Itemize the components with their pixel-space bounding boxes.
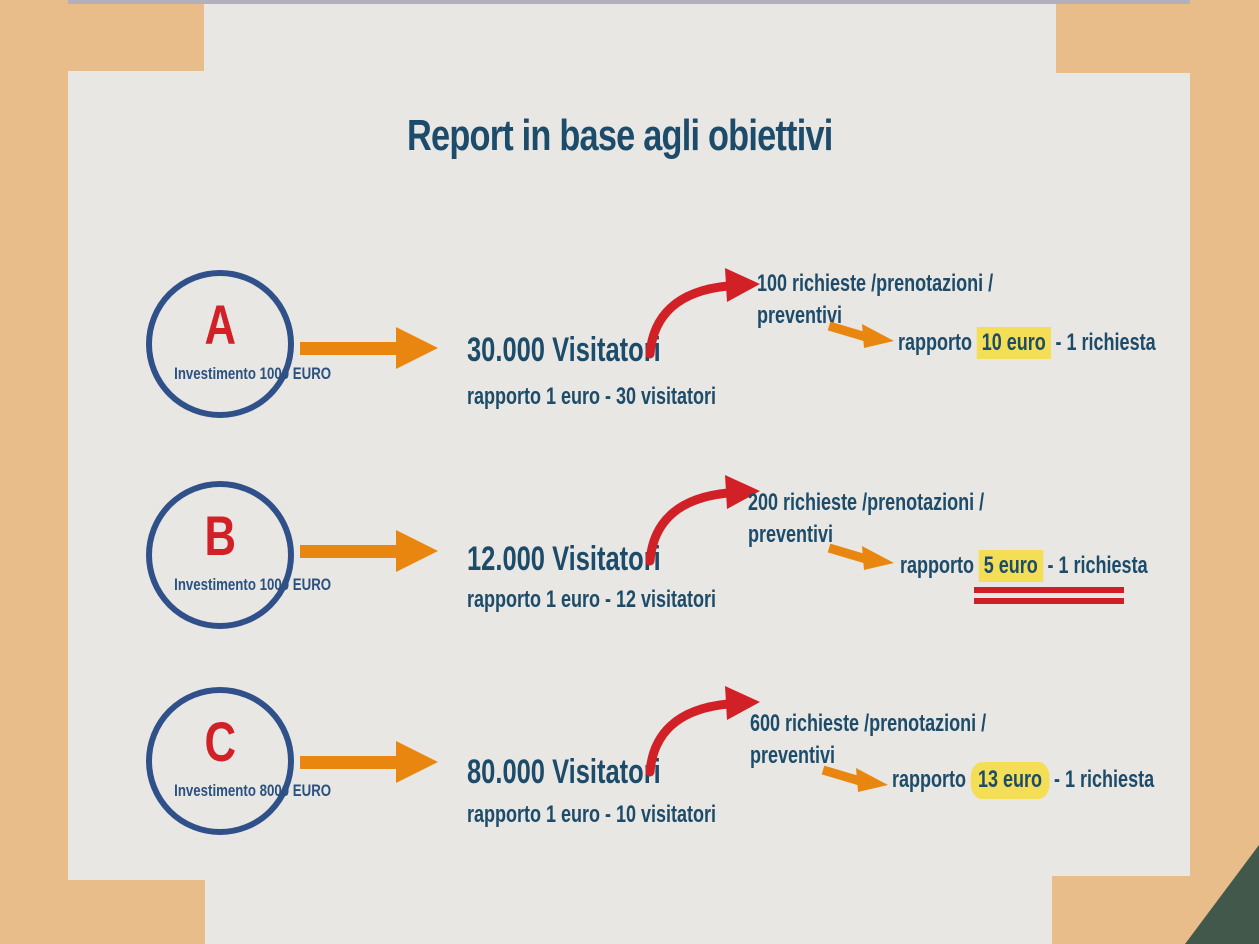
arrow-right-icon: [300, 741, 438, 783]
investment-circle-b: B Investimento 1000 EURO: [146, 481, 332, 629]
emphasis-underline: [974, 598, 1124, 604]
curved-arrow-icon: [645, 686, 760, 777]
visitors-ratio: rapporto 1 euro - 30 visitatori: [467, 383, 717, 410]
frame-left-bar: [0, 0, 68, 940]
visitors-count: 80.000 Visitatori: [467, 753, 661, 791]
highlighted-cost: 10 euro: [976, 327, 1052, 359]
objective-letter: C: [204, 710, 236, 773]
visitors-ratio: rapporto 1 euro - 12 visitatori: [467, 586, 717, 613]
investment-circle-a: A Investimento 1000 EURO: [146, 270, 332, 418]
investment-label: Investimento 1000 EURO: [174, 575, 332, 594]
curved-arrow-icon: [645, 475, 760, 566]
frame-bottom-left: [0, 880, 205, 944]
requests-text: 200 richieste /prenotazioni / preventivi: [748, 489, 985, 548]
requests-text: 100 richieste /prenotazioni / preventivi: [757, 270, 994, 329]
arrow-down-right-icon: [827, 543, 894, 570]
curved-arrow-icon: [645, 268, 760, 359]
investment-label: Investimento 8000 EURO: [174, 781, 332, 800]
top-strip: [0, 0, 1259, 4]
objective-letter: A: [204, 293, 236, 356]
arrow-down-right-icon: [827, 321, 894, 348]
frame-right-bar: [1190, 0, 1259, 940]
requests-text: 600 richieste /prenotazioni / preventivi: [750, 710, 987, 769]
highlighted-cost: 5 euro: [978, 550, 1044, 582]
emphasis-underline: [974, 587, 1124, 593]
objective-letter: B: [204, 504, 236, 567]
frame-top-right: [1056, 4, 1259, 73]
visitors-count: 30.000 Visitatori: [467, 331, 661, 369]
highlighted-cost: 13 euro: [970, 762, 1050, 799]
arrow-right-icon: [300, 327, 438, 369]
investment-label: Investimento 1000 EURO: [174, 364, 332, 383]
investment-circle-c: C Investimento 8000 EURO: [146, 687, 332, 835]
visitors-ratio: rapporto 1 euro - 10 visitatori: [467, 801, 717, 828]
frame-top-left: [0, 4, 204, 71]
visitors-count: 12.000 Visitatori: [467, 540, 661, 578]
page-title: Report in base agli obiettivi: [407, 111, 833, 160]
arrow-down-right-icon: [821, 765, 888, 792]
arrow-right-icon: [300, 530, 438, 572]
